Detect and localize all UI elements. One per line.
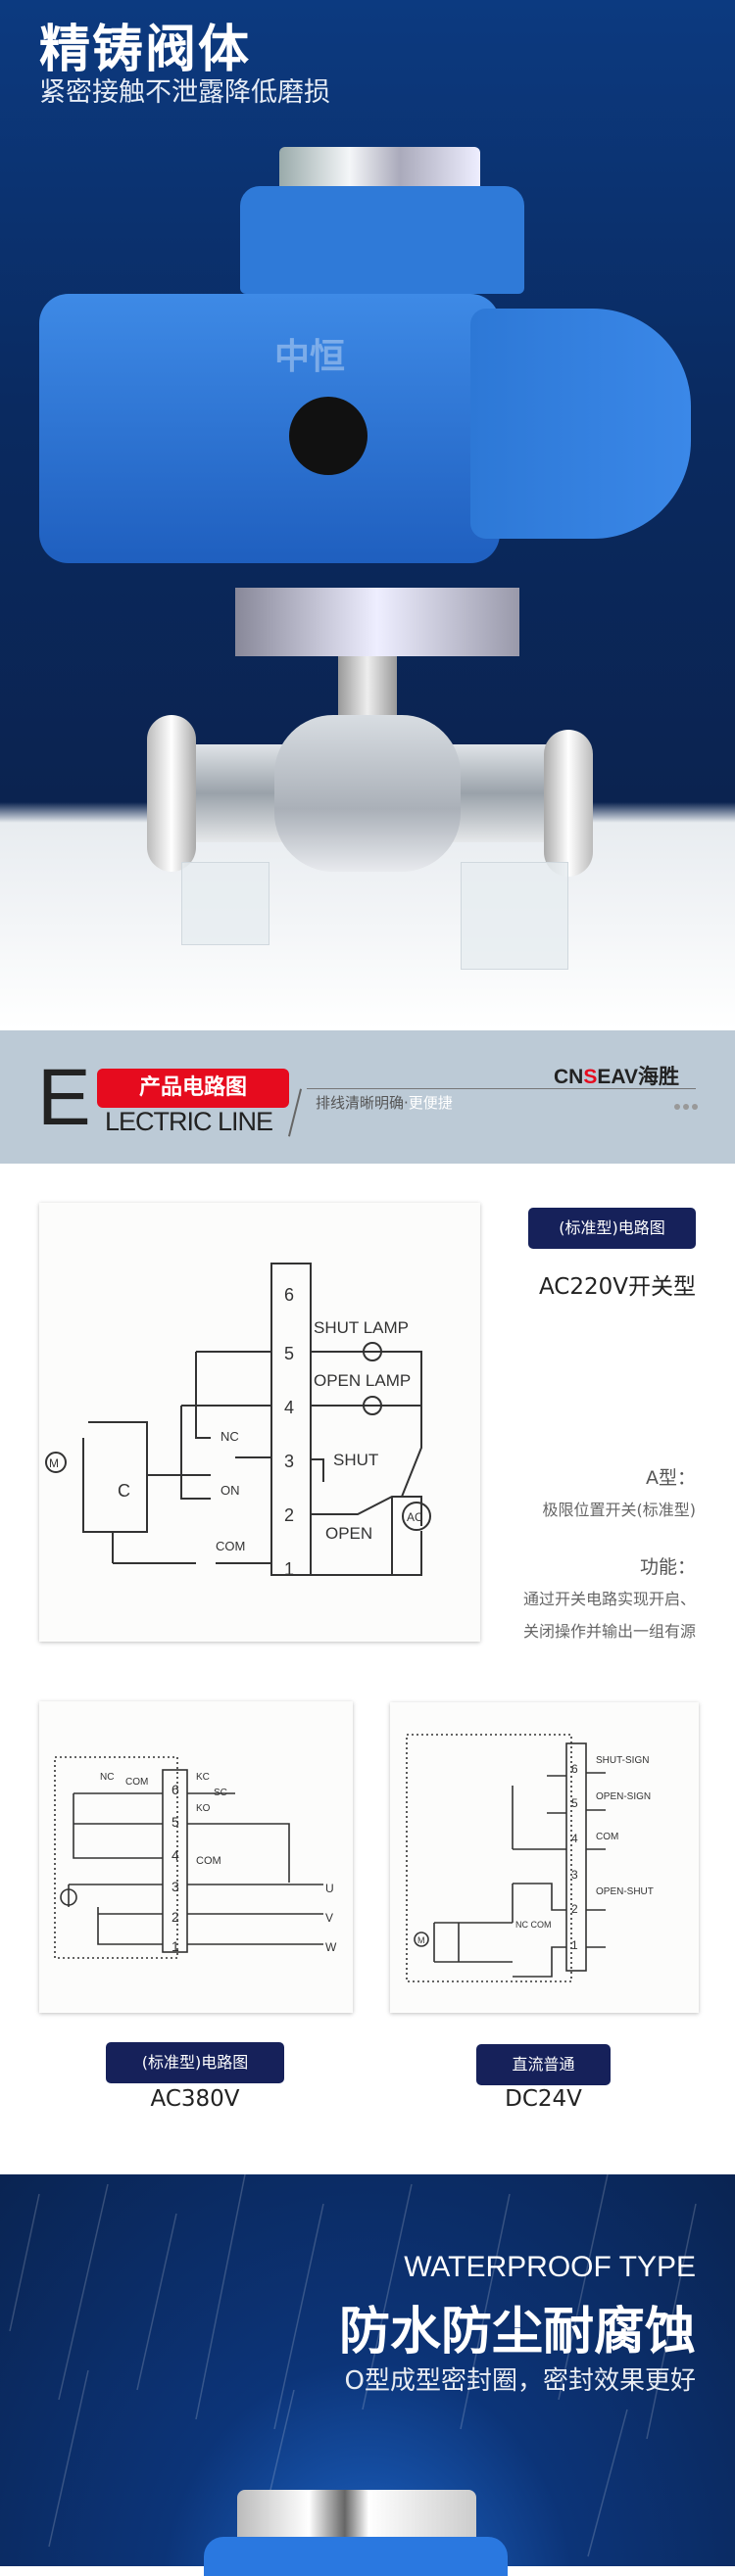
valve-stem <box>338 656 397 725</box>
terminal-3: 3 <box>284 1452 294 1471</box>
terminal-6: 6 <box>284 1285 294 1305</box>
brand-b: EAV <box>597 1066 638 1088</box>
label-u: U <box>325 1882 334 1895</box>
label-com: COM <box>216 1539 245 1553</box>
actuator-cap-image <box>237 2490 476 2544</box>
stand-left <box>181 862 270 945</box>
label-on: ON <box>220 1483 240 1498</box>
terminal-6: 6 <box>172 1782 179 1797</box>
label-c: C <box>118 1481 130 1501</box>
subtitle-b: 更便捷 <box>408 1094 453 1112</box>
terminal-4: 4 <box>284 1398 294 1417</box>
banner-subtitle: 排线清晰明确·更便捷 <box>316 1092 453 1113</box>
terminal-3: 3 <box>571 1868 578 1882</box>
label-nccom: NC COM <box>515 1920 552 1930</box>
mounting-bracket <box>235 588 519 656</box>
valve-body <box>274 715 461 872</box>
diagram-card-ac380: 6 5 4 3 2 1 NC COM COM KC KO SC U V W <box>39 1701 353 2013</box>
hero-subtitle: 紧密接触不泄露降低磨损 <box>39 77 330 108</box>
label-kc: KC <box>196 1772 210 1783</box>
label-shut: SHUT <box>333 1451 378 1469</box>
hero-title: 精铸阀体 <box>39 21 252 79</box>
label-w: W <box>325 1940 337 1954</box>
label-shut-lamp: SHUT LAMP <box>314 1318 409 1337</box>
terminal-4: 4 <box>172 1847 179 1863</box>
circuit-diagram-dc24: 6 5 4 3 2 1 SHUT-SIGN OPEN-SIGN COM OPEN… <box>406 1734 654 1982</box>
terminal-2: 2 <box>172 1909 179 1925</box>
diagram-card-ac220: 6 5 4 3 2 1 SHUT LAMP OPEN LAMP SHUT OPE… <box>39 1203 480 1642</box>
banner-tag: 产品电路图 <box>97 1069 289 1108</box>
label-open-shut: OPEN-SHUT <box>596 1886 654 1897</box>
diagram-card-dc24: 6 5 4 3 2 1 SHUT-SIGN OPEN-SIGN COM OPEN… <box>390 1702 699 2013</box>
label-ko: KO <box>196 1803 211 1814</box>
label-nc: NC <box>220 1429 239 1444</box>
terminal-1: 1 <box>284 1559 294 1579</box>
terminal-5: 5 <box>172 1814 179 1830</box>
brand-a: CN <box>554 1066 584 1088</box>
label-ac: AC <box>407 1510 423 1524</box>
terminal-6: 6 <box>571 1762 578 1776</box>
circuit-diagram-ac220: 6 5 4 3 2 1 SHUT LAMP OPEN LAMP SHUT OPE… <box>45 1263 431 1579</box>
valve-product-image: 中恒 <box>0 0 735 1028</box>
terminal-2: 2 <box>571 1902 578 1916</box>
actuator-cover <box>470 309 691 539</box>
label-com: COM <box>125 1777 148 1788</box>
waterproof-subtitle: O型成型密封圈，密封效果更好 <box>344 2366 696 2396</box>
label-m: M <box>417 1935 425 1945</box>
terminal-1: 1 <box>571 1938 578 1952</box>
terminal-4: 4 <box>571 1832 578 1845</box>
terminal-3: 3 <box>172 1879 179 1894</box>
banner-english: LECTRIC LINE <box>105 1107 273 1136</box>
brand-cn: 海胜 <box>637 1066 679 1088</box>
flange-right <box>544 730 593 877</box>
hero-section: 精铸阀体 紧密接触不泄露降低磨损 中恒 <box>0 0 735 1028</box>
flange-left <box>147 715 196 872</box>
function-line-1: 通过开关电路实现开启、 <box>522 1590 696 1608</box>
actuator-body <box>39 294 500 563</box>
actuator-top-image <box>204 2537 508 2576</box>
divider-line <box>307 1088 696 1089</box>
watermark: 中恒 <box>274 337 346 377</box>
type-desc: 极限位置开关(标准型) <box>542 1501 697 1519</box>
label-com-4: COM <box>196 1855 221 1867</box>
stand-right <box>461 862 568 970</box>
label-com: COM <box>596 1832 618 1842</box>
badge-ac380: (标准型)电路图 <box>106 2042 284 2083</box>
terminal-5: 5 <box>284 1344 294 1363</box>
banner-big-letter: E <box>37 1053 91 1142</box>
function-line-2: 关闭操作并输出一组有源 <box>522 1622 696 1641</box>
label-open: OPEN <box>325 1524 372 1543</box>
type-label: A型： <box>646 1467 696 1489</box>
title-ac220: AC220V开关型 <box>538 1274 696 1300</box>
terminal-5: 5 <box>571 1796 578 1810</box>
label-shut-sign: SHUT-SIGN <box>596 1755 649 1766</box>
manual-knob <box>289 397 368 475</box>
label-open-sign: OPEN-SIGN <box>596 1791 651 1802</box>
label-v: V <box>325 1911 333 1925</box>
brand-s: S <box>583 1066 598 1088</box>
terminal-1: 1 <box>172 1938 179 1954</box>
badge-dc24: 直流普通 <box>476 2044 611 2085</box>
terminal-2: 2 <box>284 1505 294 1525</box>
badge-ac220: (标准型)电路图 <box>528 1208 696 1249</box>
waterproof-section: WATERPROOF TYPE 防水防尘耐腐蚀 O型成型密封圈，密封效果更好 <box>0 2174 735 2576</box>
label-m: M <box>49 1456 59 1470</box>
label-nc: NC <box>100 1772 114 1783</box>
function-label: 功能： <box>639 1556 696 1578</box>
title-dc24: DC24V <box>505 2086 582 2112</box>
waterproof-title: 防水防尘耐腐蚀 <box>338 2303 696 2361</box>
subtitle-a: 排线清晰明确· <box>316 1094 409 1112</box>
waterproof-english: WATERPROOF TYPE <box>404 2251 696 2283</box>
title-ac380: AC380V <box>150 2086 240 2112</box>
actuator-top <box>240 186 524 294</box>
brand-logo: CNSEAV海胜 <box>554 1061 679 1090</box>
label-open-lamp: OPEN LAMP <box>314 1371 411 1390</box>
circuit-diagram-ac380: 6 5 4 3 2 1 NC COM COM KC KO SC U V W <box>54 1756 337 1959</box>
rain-streaks <box>9 2174 697 2557</box>
dots-icon <box>671 1095 698 1114</box>
